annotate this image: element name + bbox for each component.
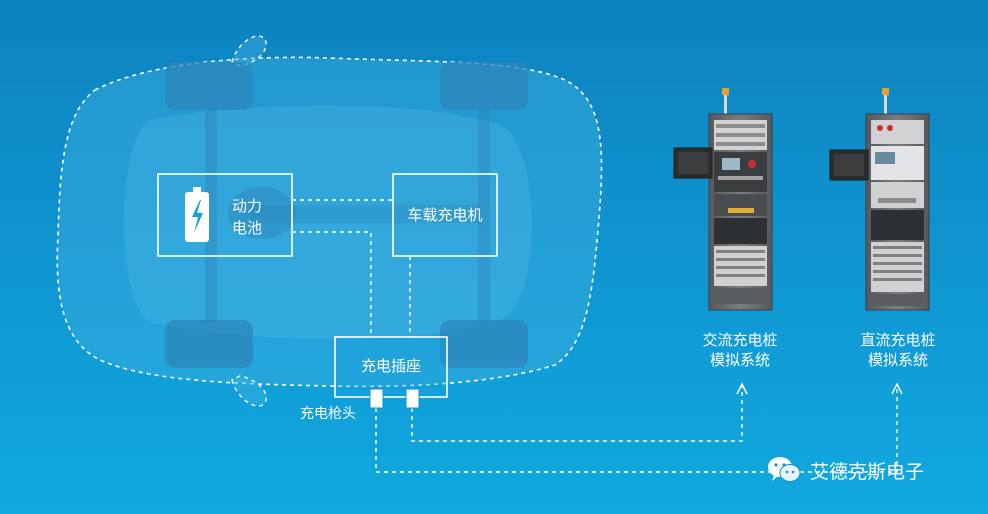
ac-simulator-cabinet (673, 88, 773, 311)
inlet-box (334, 336, 448, 398)
watermark-text: 艾德克斯电子 (810, 460, 925, 483)
connector-plug-left (369, 388, 384, 409)
battery-icon (185, 187, 209, 242)
battery-label-line1: 动力 (231, 197, 262, 215)
connector-plug-right (405, 388, 420, 409)
connector-label: 充电枪头 (300, 406, 356, 422)
axle-front (205, 108, 217, 323)
ac-simulator-label-line1: 交流充电桩 (702, 331, 778, 349)
battery-label-line2: 电池 (231, 219, 262, 237)
ac-simulator-label-line2: 模拟系统 (709, 351, 770, 369)
dc-simulator-label-line1: 直流充电桩 (860, 331, 936, 349)
connection-lines (292, 199, 898, 473)
drive-shaft (250, 205, 480, 223)
line-battery-inlet (292, 231, 372, 337)
arrow-dc (891, 382, 903, 395)
wheel-front-left (165, 62, 253, 110)
watermark: 艾德克斯电子 (766, 452, 924, 488)
line-connector-ac (411, 385, 743, 442)
wheel-front-right (440, 62, 528, 110)
battery-box (157, 173, 293, 257)
inlet-label: 充电插座 (360, 357, 421, 375)
wheel-rear-right (440, 320, 528, 368)
wheel-rear-left (165, 320, 253, 368)
obc-box (392, 173, 498, 257)
axle-rear (478, 108, 490, 323)
dc-simulator-label-line2: 模拟系统 (867, 351, 928, 369)
line-connector-dc (375, 385, 898, 473)
motor-housing (228, 187, 296, 239)
car-silhouette (56, 35, 603, 407)
mirror-bottom (231, 375, 267, 407)
mirror-top (231, 35, 267, 67)
wechat-icon (768, 457, 801, 482)
obc-label: 车载充电机 (407, 206, 483, 224)
car-cabin (123, 105, 532, 340)
car-body (56, 56, 603, 388)
dc-simulator-cabinet (829, 88, 930, 311)
arrow-ac (736, 382, 748, 395)
